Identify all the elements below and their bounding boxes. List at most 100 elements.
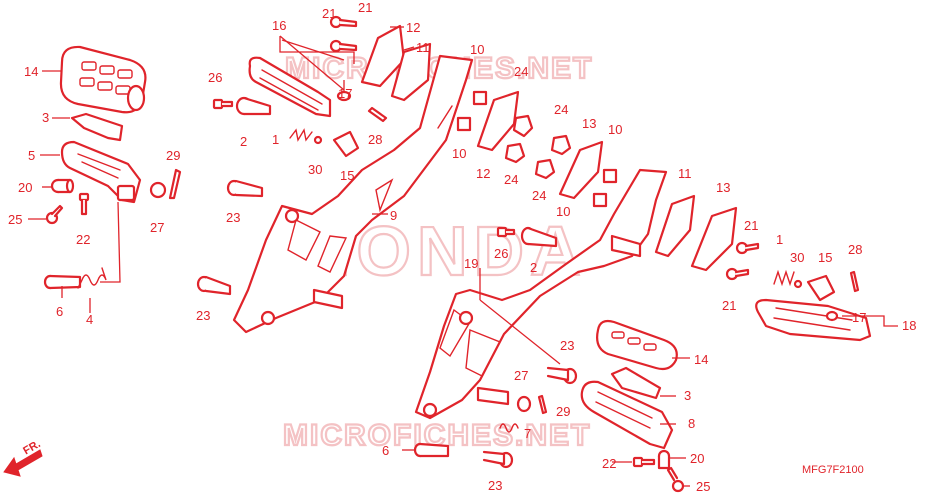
bolt-26-mid	[496, 226, 516, 238]
callout-10: 10	[452, 146, 466, 161]
callout-numbers: 14 3 5 29 20 25 22 27 6 4 16 21 21 12 11…	[8, 0, 916, 494]
collar-left	[50, 178, 75, 194]
callout-24: 24	[554, 102, 568, 117]
callout-1: 1	[776, 232, 783, 247]
spring-right	[499, 423, 519, 433]
callout-2: 2	[240, 134, 247, 149]
callout-14: 14	[24, 64, 38, 79]
callout-24: 24	[504, 172, 518, 187]
bracket-plate-12-upper	[360, 24, 406, 88]
callout-11: 11	[678, 166, 692, 181]
callout-3: 3	[42, 110, 49, 125]
callout-15: 15	[340, 168, 354, 183]
callout-29: 29	[166, 148, 180, 163]
callout-30: 30	[790, 250, 804, 265]
bolt-21-right-b	[725, 267, 750, 281]
callout-13: 13	[716, 180, 730, 195]
footpeg-assembly-upper	[248, 56, 332, 118]
callout-30: 30	[308, 162, 322, 177]
callout-27: 27	[514, 368, 528, 383]
callout-29: 29	[556, 404, 570, 419]
callout-23: 23	[488, 478, 502, 493]
callout-12: 12	[406, 20, 420, 35]
callout-10: 10	[608, 122, 622, 137]
collar-10-a	[472, 90, 488, 106]
footpeg-pin-left	[43, 274, 82, 290]
callout-17: 17	[338, 86, 352, 101]
bolt-23-right-b	[482, 450, 514, 469]
callout-28: 28	[848, 242, 862, 257]
bolt-26-upper	[212, 98, 234, 110]
plate-15-upper	[332, 130, 360, 158]
callout-24: 24	[514, 64, 528, 79]
callout-20: 20	[690, 451, 704, 466]
callout-22: 22	[602, 456, 616, 471]
bolt-22-left	[78, 192, 90, 216]
callout-21: 21	[358, 0, 372, 15]
callout-23: 23	[196, 308, 210, 323]
bolt-23-left-b	[196, 275, 232, 296]
callout-9: 9	[390, 208, 397, 223]
callout-20: 20	[18, 180, 32, 195]
cotter-pin-28-right	[849, 270, 860, 293]
callout-28: 28	[368, 132, 382, 147]
bolt-23-left-a	[226, 179, 264, 198]
callout-25: 25	[696, 479, 710, 494]
callout-21: 21	[744, 218, 758, 233]
callout-3: 3	[684, 388, 691, 403]
ball-30-upper	[313, 135, 323, 145]
callout-19: 19	[464, 256, 478, 271]
bolt-23-right-a	[546, 366, 578, 385]
callout-13: 13	[582, 116, 596, 131]
callout-2: 2	[530, 260, 537, 275]
callout-5: 5	[28, 148, 35, 163]
footpeg-rubber-left	[59, 45, 147, 114]
spring-left	[77, 267, 107, 289]
collar-10-c	[602, 168, 618, 184]
callout-4: 4	[86, 312, 93, 327]
callout-23: 23	[560, 338, 574, 353]
washer-left	[149, 181, 167, 199]
diagram-code: MFG7F2100	[802, 464, 864, 476]
washer-right	[516, 395, 532, 413]
collar-10-d	[592, 192, 608, 208]
callout-10: 10	[470, 42, 484, 57]
bolt-25-right	[666, 466, 685, 493]
footpeg-right	[755, 298, 872, 342]
footpeg-pin-upper	[235, 96, 272, 116]
callout-6: 6	[382, 443, 389, 458]
ball-30-right	[793, 279, 803, 289]
bracket-plate-13-mid	[558, 140, 604, 200]
footpeg-rubber-right	[596, 319, 678, 371]
callout-12: 12	[476, 166, 490, 181]
bracket-plate-12-mid	[476, 90, 520, 152]
footpeg-left	[60, 140, 142, 204]
callout-21: 21	[322, 6, 336, 21]
callout-14: 14	[694, 352, 708, 367]
main-bracket-right	[414, 168, 668, 420]
footpeg-pin-mid	[520, 226, 558, 248]
bolt-21-right-a	[735, 241, 760, 255]
nut-24-b	[504, 142, 526, 164]
bolt-21-upper-a	[329, 15, 358, 29]
footpeg-right-lower	[580, 380, 674, 450]
callout-26: 26	[208, 70, 222, 85]
callout-11: 11	[416, 40, 430, 55]
spring-1-upper	[289, 128, 313, 142]
main-bracket-left	[232, 54, 474, 334]
footpeg-plate-left	[70, 112, 124, 142]
front-arrow-icon: FR.	[3, 438, 43, 477]
callout-17: 17	[852, 310, 866, 325]
bolt-22-right	[632, 456, 656, 468]
leader-lines	[28, 26, 898, 487]
callout-25: 25	[8, 212, 22, 227]
plate-15-right	[806, 274, 836, 302]
collar-10-b	[456, 116, 472, 132]
nut-24-c	[550, 134, 572, 156]
callout-27: 27	[150, 220, 164, 235]
bolt-25-left	[45, 204, 64, 225]
callout-1: 1	[272, 132, 279, 147]
cotter-pin-right	[537, 394, 548, 415]
